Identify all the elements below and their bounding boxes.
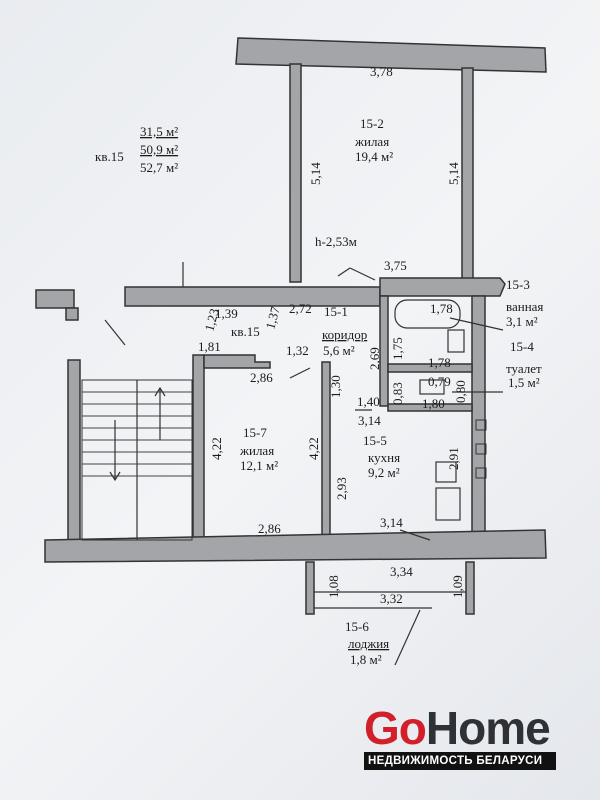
room-area: 1,8 м² — [350, 652, 382, 667]
dim: 4,22 — [209, 437, 224, 460]
dim: 2,86 — [250, 370, 273, 385]
dim: 3,75 — [384, 258, 407, 273]
logo-wordmark: GoHome — [364, 704, 556, 752]
area-living: 31,5 м² — [140, 124, 178, 139]
dim: 1,78 — [428, 355, 451, 370]
walls — [35, 37, 547, 563]
room-area: 1,5 м² — [508, 375, 540, 390]
room-id: 15-3 — [506, 277, 530, 292]
gohome-logo[interactable]: GoHome НЕДВИЖИМОСТЬ БЕЛАРУСИ — [364, 704, 556, 770]
dim: 2,69 — [367, 347, 382, 370]
room-id: 15-2 — [360, 116, 384, 131]
leader-lines — [104, 262, 504, 666]
dim: 2,91 — [446, 447, 461, 470]
room-name: кухня — [368, 450, 400, 465]
bottom-wall — [44, 529, 547, 563]
room-area: 12,1 м² — [240, 458, 278, 473]
dim: 3,34 — [390, 564, 413, 579]
room-area: 5,6 м² — [323, 343, 355, 358]
logo-go: Go — [364, 702, 427, 754]
dim: 1,09 — [450, 575, 465, 598]
area-with-loggia: 52,7 м² — [140, 160, 178, 175]
dim: 2,86 — [258, 521, 281, 536]
bath-toilet-partition — [387, 363, 473, 373]
dim: 3,14 — [380, 515, 403, 530]
room-name: жилая — [354, 134, 389, 149]
stair-left-wall — [67, 359, 81, 543]
dim: 1,75 — [390, 337, 405, 360]
dim: 3,32 — [380, 591, 403, 606]
dim: 1,80 — [422, 396, 445, 411]
room-name: коридор — [322, 327, 367, 342]
stair-down-arrow-icon — [109, 420, 121, 482]
right-exterior-wall — [471, 295, 486, 533]
room-15-7-left-wall — [192, 354, 205, 543]
dim: 1,32 — [286, 343, 309, 358]
bathtub-icon — [394, 299, 461, 329]
dim: 2,93 — [334, 477, 349, 500]
ventilation-shafts — [475, 419, 487, 479]
dim: 0,80 — [453, 380, 468, 403]
kitchen-sink-icon — [435, 461, 457, 483]
ceiling-height: h-2,53м — [315, 234, 357, 249]
dim: 1,23 — [201, 307, 221, 333]
room-15-2-right-wall — [461, 67, 474, 283]
room-name: туалет — [506, 361, 542, 376]
dim: 1,40 — [357, 394, 380, 409]
dim: 1,81 — [198, 339, 221, 354]
staircase — [81, 379, 193, 541]
room-area: 3,1 м² — [506, 314, 538, 329]
dim: 5,14 — [446, 162, 461, 185]
stove-icon — [435, 487, 461, 521]
stair-post — [65, 307, 79, 321]
area-total: 50,9 м² — [140, 142, 178, 157]
room-15-2-left-wall — [289, 63, 302, 283]
dim: 3,14 — [358, 413, 381, 428]
room-id: 15-1 — [324, 304, 348, 319]
dim: 2,72 — [289, 301, 312, 316]
stair-up-arrow-icon — [154, 386, 166, 440]
dim: 4,22 — [306, 437, 321, 460]
room-id: 15-7 — [243, 425, 267, 440]
dim: 1,37 — [262, 304, 283, 330]
dim: 1,08 — [326, 575, 341, 598]
room-name: жилая — [239, 443, 274, 458]
dim: 1,78 — [430, 301, 453, 316]
stair-top-block — [35, 289, 75, 309]
room-area: 9,2 м² — [368, 465, 400, 480]
room-name: лоджия — [348, 636, 389, 651]
room-name: ванная — [506, 299, 543, 314]
dim: 3,78 — [370, 64, 393, 79]
loggia — [305, 561, 475, 615]
dim: 1,39 — [215, 306, 238, 321]
top-wall — [235, 37, 547, 73]
apartment-label: кв.15 — [95, 149, 124, 164]
dim: 5,14 — [308, 162, 323, 185]
toilet-bottom-wall — [387, 403, 473, 412]
room-id: 15-5 — [363, 433, 387, 448]
bath-top-wall — [379, 277, 506, 297]
logo-tagline: НЕДВИЖИМОСТЬ БЕЛАРУСИ — [364, 752, 556, 770]
bath-left-wall — [379, 295, 389, 407]
toilet-icon — [419, 379, 445, 395]
room-15-7-top-wall — [203, 354, 271, 369]
logo-home: Home — [425, 702, 551, 754]
room-id: 15-6 — [345, 619, 369, 634]
sink-icon — [447, 329, 465, 353]
room-area: 19,4 м² — [355, 149, 393, 164]
corridor-apt-label: кв.15 — [231, 324, 260, 339]
room-id: 15-4 — [510, 339, 534, 354]
dim: 1,30 — [328, 375, 343, 398]
dim: 0,83 — [390, 382, 405, 405]
dim: 0,79 — [428, 374, 451, 389]
